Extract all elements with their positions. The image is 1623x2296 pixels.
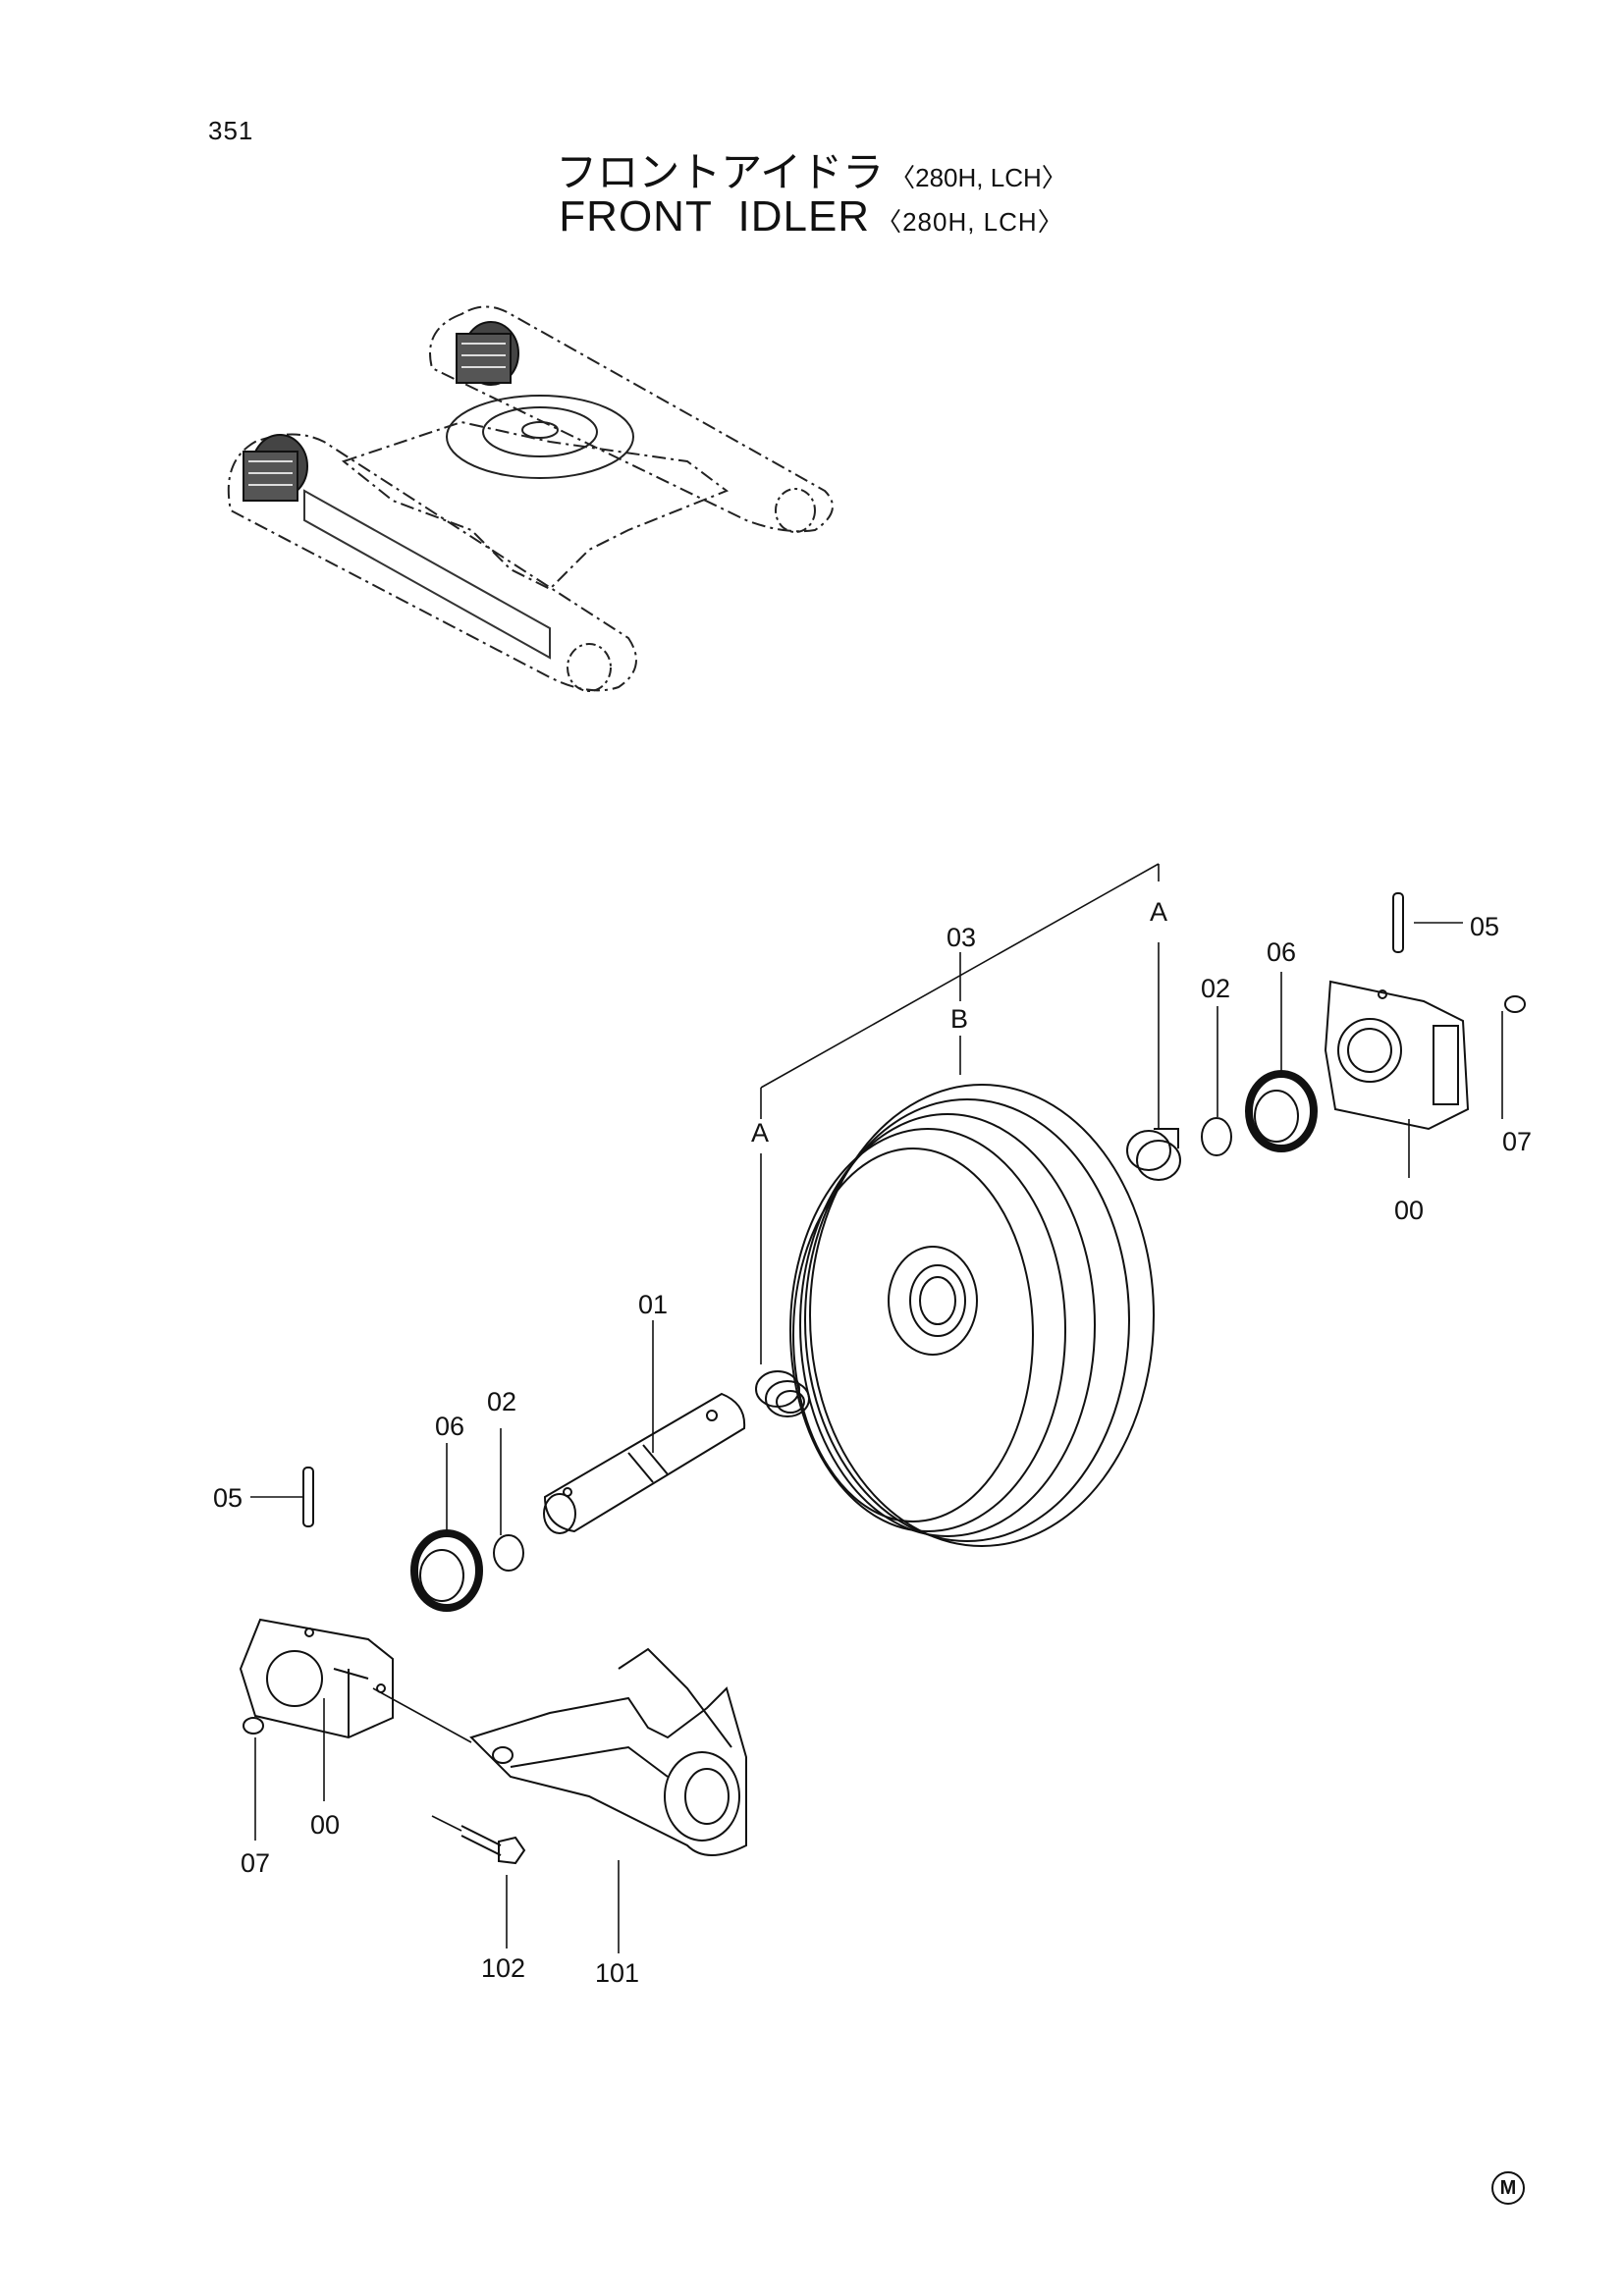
o-ring-right	[1201, 1117, 1232, 1156]
callout-labels: 03 B A A 05 06 02 07 00 01 02 06 05 07 0…	[213, 897, 1532, 1988]
bearing-block-left	[239, 1618, 394, 1739]
title-english: FRONT IDLER	[559, 192, 871, 240]
bearing-block-right	[1324, 980, 1470, 1131]
o-ring-left	[493, 1534, 524, 1572]
callout-07-left: 07	[241, 1848, 270, 1878]
floating-seal-left	[410, 1529, 483, 1612]
callout-B: B	[950, 1004, 968, 1034]
callout-07-right: 07	[1502, 1127, 1532, 1156]
idler-wheel	[789, 1084, 1155, 1547]
swing-bearing-center	[521, 421, 559, 439]
callout-05-right: 05	[1470, 912, 1499, 941]
callout-01: 01	[638, 1290, 668, 1319]
title-english-line: FRONT IDLER〈280H, LCH〉	[0, 192, 1623, 241]
spring-pin-right	[1392, 892, 1404, 953]
callout-02-left: 02	[487, 1387, 516, 1416]
leader-lines	[250, 863, 1503, 1953]
callout-03: 03	[947, 923, 976, 952]
idler-yoke	[469, 1647, 747, 1856]
callout-06-right: 06	[1267, 937, 1296, 967]
maker-mark-icon: M	[1491, 2171, 1525, 2205]
idler-shaft	[543, 1392, 746, 1534]
callout-A-right: A	[1150, 897, 1167, 927]
hex-bolt	[460, 1825, 526, 1865]
spring-pin-left	[302, 1467, 314, 1527]
grease-fitting-left	[243, 1717, 264, 1735]
rear-sprocket-near	[567, 643, 612, 692]
front-idler-far-highlight	[456, 321, 519, 386]
title-japanese: フロントアイドラ	[556, 149, 885, 195]
callout-06-left: 06	[435, 1412, 464, 1441]
floating-seal-right	[1245, 1070, 1318, 1152]
title-model-jp: 〈280H, LCH〉	[890, 163, 1067, 192]
bushing-left	[755, 1370, 810, 1417]
page-number: 351	[208, 116, 254, 145]
front-idler-near-highlight	[243, 434, 308, 502]
side-frame	[303, 489, 551, 660]
far-track-outline	[429, 305, 834, 533]
track-frame	[341, 420, 730, 591]
title-japanese-line: フロントアイドラ〈280H, LCH〉	[0, 139, 1623, 199]
callout-05-left: 05	[213, 1483, 243, 1513]
swing-bearing-inner	[482, 406, 598, 457]
callout-00-left: 00	[310, 1810, 340, 1840]
callout-00-right: 00	[1394, 1196, 1424, 1225]
callout-02-right: 02	[1201, 974, 1230, 1003]
undercarriage-overview	[227, 305, 834, 692]
near-track-outline	[227, 433, 637, 692]
grease-fitting-right	[1504, 995, 1526, 1013]
bushing-right	[1126, 1128, 1181, 1181]
callout-A-left: A	[751, 1118, 769, 1148]
title-model-en: 〈280H, LCH〉	[876, 207, 1064, 237]
callout-102: 102	[481, 1953, 525, 1983]
rear-sprocket-far	[775, 488, 816, 533]
callout-101: 101	[595, 1958, 639, 1988]
swing-bearing-outer	[446, 395, 634, 479]
